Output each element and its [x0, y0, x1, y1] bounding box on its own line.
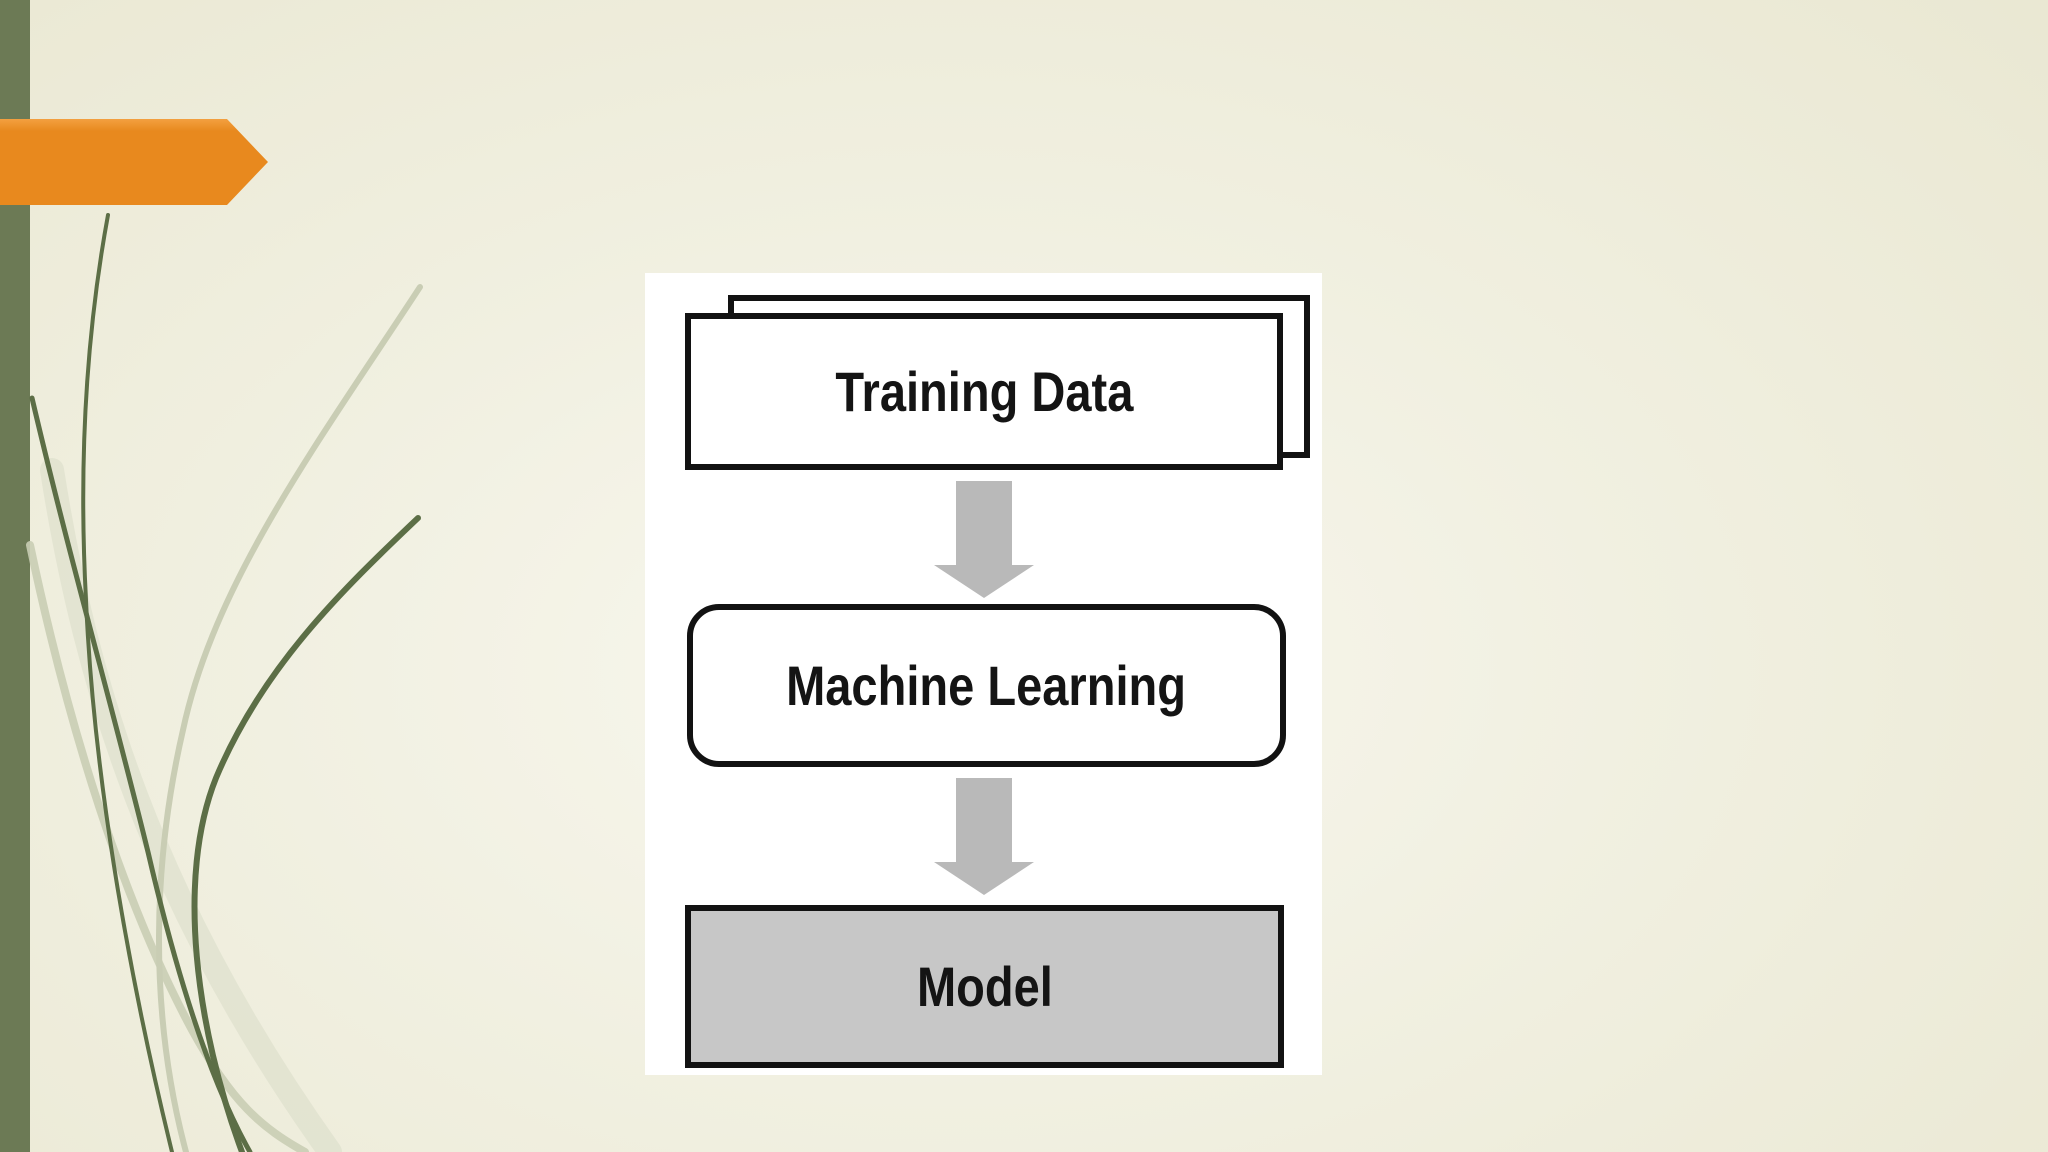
grass-ornament — [26, 213, 423, 1152]
orange-pointer-banner — [0, 119, 268, 205]
model-label: Model — [916, 955, 1053, 1018]
machine-learning-box: Machine Learning — [687, 604, 1286, 767]
training-data-box: Training Data — [685, 313, 1283, 470]
down-arrow-icon — [934, 778, 1034, 895]
machine-learning-label: Machine Learning — [786, 654, 1187, 717]
model-box: Model — [685, 905, 1284, 1068]
down-arrow-icon — [934, 481, 1034, 598]
diagram-panel: Training Data Machine Learning Model — [645, 273, 1322, 1075]
training-data-label: Training Data — [835, 360, 1133, 423]
